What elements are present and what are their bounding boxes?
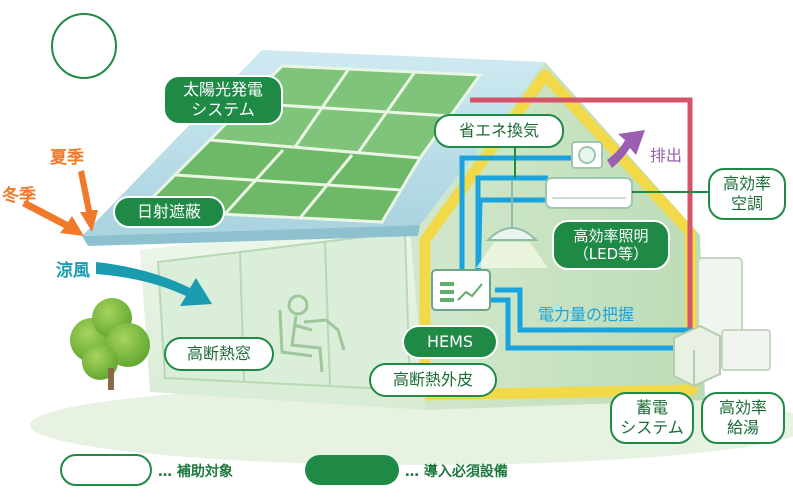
electric-wiring	[459, 155, 690, 351]
winter-wind-label: 冬季	[2, 186, 36, 206]
exhaust-arrow	[607, 130, 645, 168]
legend-subsidy-text: … 補助対象	[158, 464, 233, 480]
blank-circle-mark	[51, 13, 117, 79]
solar-shading-label: 日射遮蔽	[113, 196, 225, 228]
power-line-red	[470, 97, 693, 330]
person-silhouette	[278, 294, 346, 373]
storage-label: 蓄電 システム	[610, 392, 694, 444]
hems-label: HEMS	[402, 325, 498, 359]
hems-monitor	[431, 269, 491, 311]
label-leader-lines	[514, 146, 708, 193]
legend-outline-swatch	[60, 454, 152, 486]
ground	[30, 385, 793, 465]
summer-wind-arrow	[78, 170, 98, 232]
legend-filled-swatch	[305, 455, 399, 485]
ventilation-label: 省エネ換気	[434, 114, 564, 148]
winter-wind-arrow	[22, 200, 84, 236]
window-label: 高断熱窓	[164, 337, 274, 371]
roof-edge	[82, 225, 420, 246]
solar-power-label: 太陽光発電 システム	[163, 75, 283, 125]
legend-required-text: … 導入必須設備	[405, 464, 508, 480]
trees	[70, 298, 150, 390]
cool-breeze-label: 涼風	[56, 261, 90, 281]
aircon-label: 高効率 空調	[708, 168, 786, 220]
insulation-label: 高断熱外皮	[369, 363, 497, 397]
water-heater-label: 高効率 給湯	[701, 392, 785, 444]
lighting-label: 高効率照明 （LED等）	[552, 220, 670, 270]
exhaust-label: 排出	[650, 146, 683, 165]
power-monitor-label: 電力量の把握	[538, 305, 635, 324]
summer-wind-label: 夏季	[50, 148, 84, 168]
pendant-lamp	[476, 180, 548, 268]
storage-battery	[673, 324, 721, 388]
cool-breeze-arrow	[96, 262, 212, 306]
air-conditioner	[545, 177, 633, 209]
